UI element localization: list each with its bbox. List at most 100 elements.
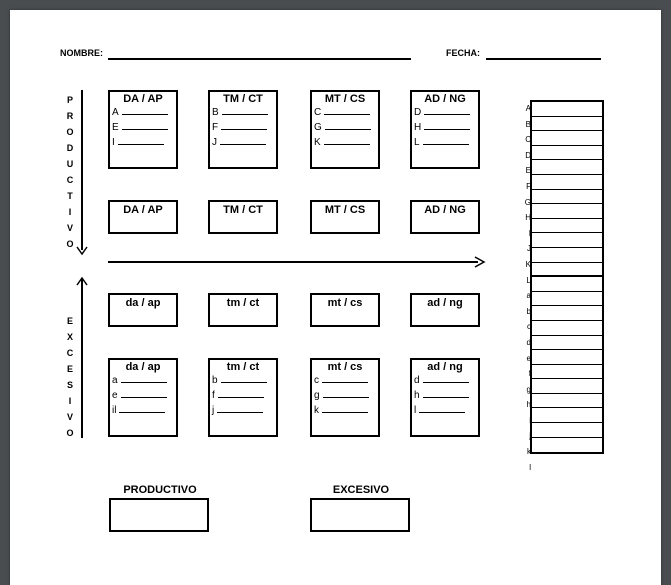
entry-blank-line[interactable] xyxy=(323,135,370,145)
answer-cell[interactable] xyxy=(532,277,602,292)
box-entry-row: F xyxy=(210,120,276,135)
answer-row-label: L xyxy=(526,275,531,285)
entry-blank-line[interactable] xyxy=(217,403,264,413)
vertical-letter: O xyxy=(66,127,74,137)
entry-letter: H xyxy=(414,122,422,133)
entry-blank-line[interactable] xyxy=(422,373,469,383)
entry-blank-line[interactable] xyxy=(322,373,368,383)
entry-letter: b xyxy=(212,375,218,386)
answer-cell[interactable] xyxy=(532,379,602,394)
answer-cell[interactable] xyxy=(532,131,602,146)
scoring-box: tm / ct xyxy=(208,293,278,327)
box-title: TM / CT xyxy=(223,93,263,105)
entry-blank-line[interactable] xyxy=(121,120,168,130)
entry-blank-line[interactable] xyxy=(217,388,264,398)
answer-cell[interactable] xyxy=(532,248,602,263)
box-entry-row: L xyxy=(412,135,478,150)
vertical-letter: I xyxy=(68,207,72,217)
box-title: AD / NG xyxy=(424,204,466,216)
box-entry-row: e xyxy=(110,388,176,403)
answer-cell[interactable] xyxy=(532,102,602,117)
entry-blank-line[interactable] xyxy=(324,120,371,130)
answer-row-label: J xyxy=(527,244,531,254)
entry-blank-line[interactable] xyxy=(220,135,266,145)
entry-blank-line[interactable] xyxy=(424,105,471,115)
entry-blank-line[interactable] xyxy=(322,403,368,413)
vertical-letter: I xyxy=(68,396,72,406)
answer-cell[interactable] xyxy=(532,394,602,409)
answer-cell[interactable] xyxy=(532,233,602,248)
vertical-letter: S xyxy=(66,380,73,390)
entry-blank-line[interactable] xyxy=(117,135,164,145)
entry-blank-line[interactable] xyxy=(221,105,268,115)
answer-cell[interactable] xyxy=(532,160,602,175)
scoring-box: da / ap xyxy=(108,293,178,327)
answer-cell[interactable] xyxy=(532,350,602,365)
box-entry-row: B xyxy=(210,105,276,120)
productivo-total-box[interactable] xyxy=(109,498,209,532)
entry-blank-line[interactable] xyxy=(220,373,267,383)
vertical-letter: D xyxy=(66,143,74,153)
answer-column-grid xyxy=(530,100,604,455)
answer-row-label: h xyxy=(526,400,531,410)
vertical-letter: R xyxy=(66,111,74,121)
box-entry-row: c xyxy=(312,373,378,388)
box-entry-row: C xyxy=(312,105,378,120)
entry-blank-line[interactable] xyxy=(422,135,469,145)
answer-cell[interactable] xyxy=(532,219,602,234)
answer-cell[interactable] xyxy=(532,306,602,321)
box-title: da / ap xyxy=(125,297,161,309)
entry-letter: c xyxy=(314,375,319,386)
arrow-down-icon xyxy=(76,246,88,256)
entry-blank-line[interactable] xyxy=(322,388,369,398)
excesivo-up-arrow-line xyxy=(81,278,83,438)
box-entry-row: A xyxy=(110,105,176,120)
entry-blank-line[interactable] xyxy=(121,105,168,115)
box-title: TM / CT xyxy=(223,204,263,216)
entry-blank-line[interactable] xyxy=(419,403,466,413)
answer-cell[interactable] xyxy=(532,190,602,205)
entry-blank-line[interactable] xyxy=(120,373,167,383)
entry-letter: f xyxy=(212,390,215,401)
entry-letter: d xyxy=(414,375,420,386)
vertical-letter: C xyxy=(66,175,74,185)
entry-blank-line[interactable] xyxy=(119,403,166,413)
answer-cell[interactable] xyxy=(532,321,602,336)
entry-letter: e xyxy=(112,390,118,401)
answer-cell[interactable] xyxy=(532,175,602,190)
entry-letter: l xyxy=(414,405,417,416)
entry-blank-line[interactable] xyxy=(422,388,469,398)
entry-letter: h xyxy=(414,390,420,401)
answer-cell[interactable] xyxy=(532,336,602,351)
answer-row-label: D xyxy=(525,150,531,160)
entry-blank-line[interactable] xyxy=(324,105,371,115)
entry-letter: K xyxy=(314,137,321,148)
vertical-letter: C xyxy=(66,348,74,358)
answer-cell[interactable] xyxy=(532,438,602,453)
entry-blank-line[interactable] xyxy=(221,120,268,130)
box-title: ad / ng xyxy=(427,361,463,373)
answer-cell[interactable] xyxy=(532,292,602,307)
answer-row-label: l xyxy=(529,462,531,472)
entry-blank-line[interactable] xyxy=(424,120,471,130)
answer-row-label: H xyxy=(525,213,531,223)
entry-blank-line[interactable] xyxy=(120,388,167,398)
answer-cell[interactable] xyxy=(532,365,602,380)
answer-cell[interactable] xyxy=(532,423,602,438)
answer-cell[interactable] xyxy=(532,204,602,219)
answer-cell[interactable] xyxy=(532,146,602,161)
entry-letter: G xyxy=(314,122,322,133)
answer-cell[interactable] xyxy=(532,408,602,424)
answer-cell[interactable] xyxy=(532,117,602,132)
answer-cell[interactable] xyxy=(532,263,602,278)
entry-letter: A xyxy=(112,107,119,118)
excesivo-total-box[interactable] xyxy=(310,498,410,532)
box-title: tm / ct xyxy=(226,297,260,309)
